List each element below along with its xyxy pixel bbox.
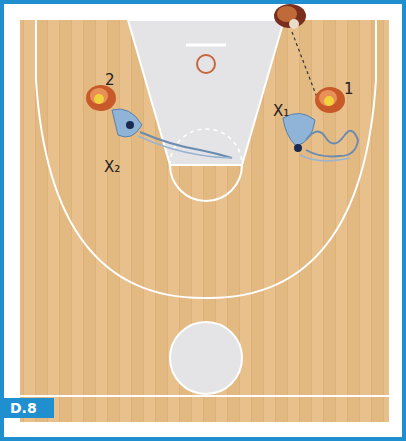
defender-figure	[112, 109, 232, 158]
figure-badge	[4, 398, 54, 418]
defender-figure	[283, 113, 358, 160]
defender-label: X₂	[104, 160, 120, 175]
player-number: 1	[344, 82, 354, 97]
player-figure	[315, 87, 345, 113]
figure-number: D.8	[10, 401, 37, 415]
player-figure	[86, 85, 116, 111]
defender-label: X₁	[273, 104, 289, 119]
player-number: 2	[105, 73, 115, 88]
coach-figure	[274, 4, 306, 29]
